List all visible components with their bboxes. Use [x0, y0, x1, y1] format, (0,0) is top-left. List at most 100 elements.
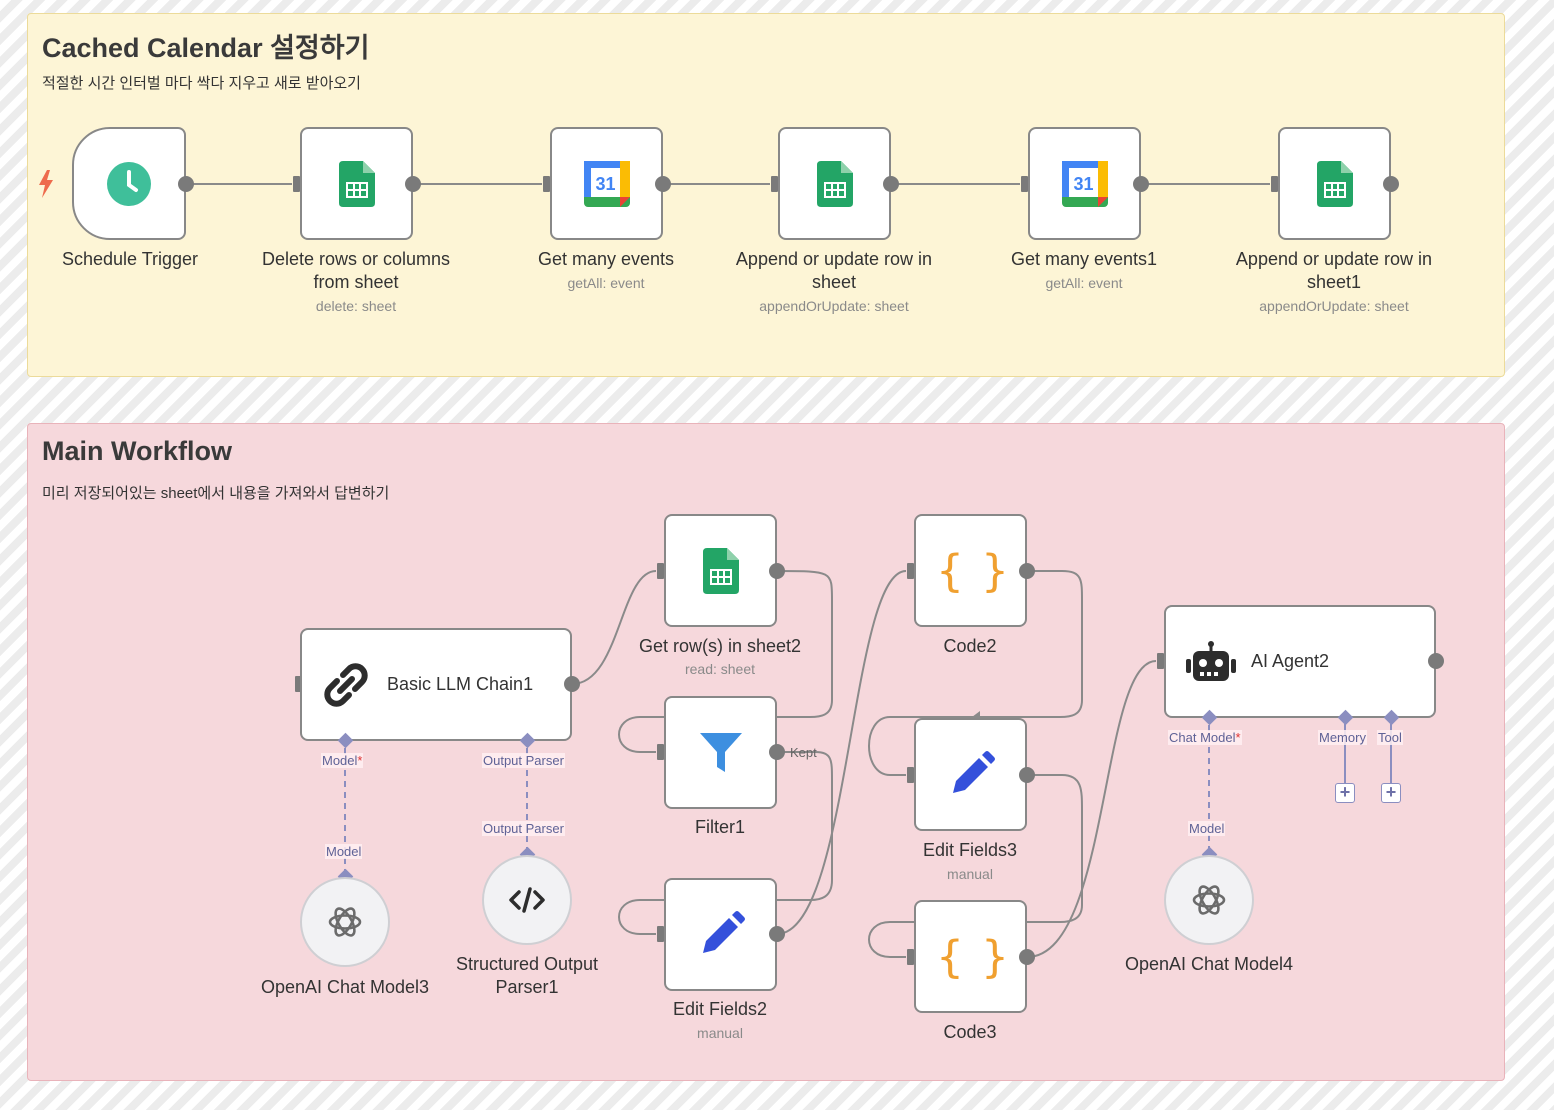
output-port[interactable]: [405, 176, 421, 192]
output-parser-output-label: Output Parser: [482, 821, 565, 836]
input-port[interactable]: [907, 949, 914, 965]
input-port[interactable]: [657, 926, 664, 942]
ai-agent2-node[interactable]: AI Agent2: [1164, 605, 1436, 718]
node-label: OpenAI Chat Model3: [260, 977, 430, 997]
edge: [868, 570, 1083, 776]
schedule-trigger-node[interactable]: [72, 127, 186, 240]
edge: [571, 570, 657, 685]
chat-model-connector-label: Chat Model*: [1168, 730, 1242, 745]
node-label: Code3: [943, 1022, 997, 1042]
output-port[interactable]: [1428, 653, 1444, 669]
google-calendar-icon: 31: [1061, 160, 1108, 207]
input-port[interactable]: [657, 563, 664, 579]
node-label: Edit Fields2: [672, 999, 768, 1019]
node-subtitle: read: sheet: [684, 661, 756, 677]
openai-chat-model4-node[interactable]: [1164, 855, 1254, 945]
output-port[interactable]: [769, 563, 785, 579]
edge: [776, 570, 907, 935]
input-port[interactable]: [1271, 176, 1278, 192]
filter-icon: [699, 732, 742, 772]
output-port[interactable]: [1019, 767, 1035, 783]
openai-icon: [328, 907, 362, 937]
node-subtitle: getAll: event: [567, 275, 645, 291]
structured-output-parser1-node[interactable]: [482, 855, 572, 945]
pencil-icon: [702, 910, 745, 953]
append-row-node[interactable]: [778, 127, 891, 240]
node-label: Basic LLM Chain1: [387, 674, 534, 694]
output-port[interactable]: [1019, 949, 1035, 965]
output-port[interactable]: [1019, 563, 1035, 579]
input-port[interactable]: [543, 176, 550, 192]
input-port[interactable]: [657, 744, 664, 760]
edit-fields2-node[interactable]: [664, 878, 777, 991]
input-port[interactable]: [293, 176, 300, 192]
node-label: Schedule Trigger: [61, 249, 199, 269]
node-label: OpenAI Chat Model4: [1124, 954, 1294, 974]
google-sheets-icon: [816, 160, 853, 207]
output-port[interactable]: [1383, 176, 1399, 192]
pencil-icon: [952, 750, 995, 793]
input-port[interactable]: [907, 767, 914, 783]
node-label: Structured Output Parser1: [455, 954, 599, 997]
node-label: Get row(s) in sheet2: [638, 636, 802, 656]
openai-chat-model3-node[interactable]: [300, 877, 390, 967]
robot-icon: [1186, 640, 1236, 681]
svg-text:31: 31: [595, 174, 615, 194]
input-port[interactable]: [907, 563, 914, 579]
node-subtitle: appendOrUpdate: sheet: [1259, 298, 1409, 314]
code3-node[interactable]: { }: [914, 900, 1027, 1013]
group-cached-calendar: Cached Calendar 설정하기 적절한 시간 인터벌 마다 싹다 지우…: [27, 13, 1505, 377]
model-connector-label: Model*: [321, 753, 364, 768]
node-subtitle: manual: [697, 1025, 743, 1041]
get-rows-sheet2-node[interactable]: [664, 514, 777, 627]
output-port[interactable]: [564, 676, 580, 692]
trigger-bolt-icon: [39, 170, 53, 198]
group-description: 미리 저장되어있는 sheet에서 내용을 가져와서 답변하기: [42, 485, 390, 502]
output-parser-connector-label: Output Parser: [482, 753, 565, 768]
output-port[interactable]: [883, 176, 899, 192]
node-label: Edit Fields3: [922, 840, 1018, 860]
output-port[interactable]: [655, 176, 671, 192]
input-port[interactable]: [771, 176, 778, 192]
delete-rows-node[interactable]: [300, 127, 413, 240]
get-many-events1-node[interactable]: 31: [1028, 127, 1141, 240]
input-port[interactable]: [1021, 176, 1028, 192]
node-label: Filter1: [694, 817, 745, 837]
input-port[interactable]: [295, 676, 302, 692]
tool-connector-label: Tool: [1377, 730, 1403, 745]
kept-branch-label: Kept: [790, 745, 817, 760]
node-label: AI Agent2: [1251, 651, 1330, 671]
code-braces-icon: { }: [936, 545, 1009, 596]
node-subtitle: delete: sheet: [315, 298, 397, 314]
add-tool-button[interactable]: +: [1381, 783, 1401, 803]
model-output-label: Model: [1188, 821, 1226, 836]
output-port[interactable]: [1133, 176, 1149, 192]
clock-icon: [107, 161, 151, 206]
google-calendar-icon: 31: [583, 160, 630, 207]
code2-node[interactable]: { }: [914, 514, 1027, 627]
basic-llm-chain1-node[interactable]: Basic LLM Chain1: [300, 628, 572, 741]
output-port[interactable]: [769, 744, 785, 760]
edge: [618, 751, 833, 935]
google-sheets-icon: [1316, 160, 1353, 207]
openai-icon: [1192, 885, 1226, 915]
add-memory-button[interactable]: +: [1335, 783, 1355, 803]
output-port[interactable]: [178, 176, 194, 192]
filter1-node[interactable]: [664, 696, 777, 809]
svg-text:31: 31: [1073, 174, 1093, 194]
input-port[interactable]: [1157, 653, 1164, 669]
node-subtitle: manual: [947, 866, 993, 882]
memory-connector-label: Memory: [1318, 730, 1367, 745]
node-label: Append or update row in sheet1: [1235, 249, 1433, 292]
code-braces-icon: { }: [936, 931, 1009, 982]
edge: [618, 570, 833, 753]
code-tag-icon: [509, 887, 545, 913]
edit-fields3-node[interactable]: [914, 718, 1027, 831]
output-port[interactable]: [769, 926, 785, 942]
append-row1-node[interactable]: [1278, 127, 1391, 240]
get-many-events-node[interactable]: 31: [550, 127, 663, 240]
node-subtitle: appendOrUpdate: sheet: [759, 298, 909, 314]
node-label: Append or update row in sheet: [735, 249, 933, 292]
group-title: Cached Calendar 설정하기: [42, 33, 370, 63]
